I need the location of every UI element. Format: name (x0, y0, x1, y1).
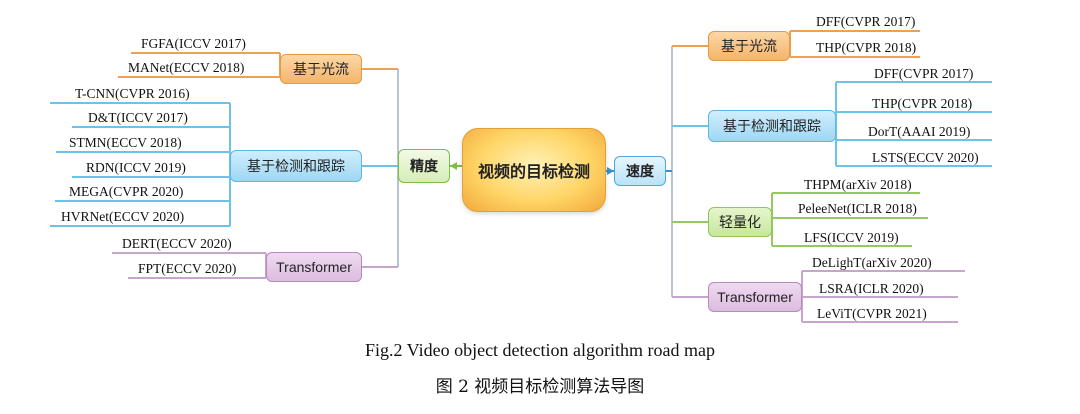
leaf-levit: LeViT(CVPR 2021) (817, 306, 927, 321)
leaf-dff-2: DFF(CVPR 2017) (874, 66, 974, 81)
leaf-thpm: THPM(arXiv 2018) (804, 177, 912, 192)
leaf-fgfa: FGFA(ICCV 2017) (141, 36, 246, 51)
leaf-dert: DERT(ECCV 2020) (122, 236, 232, 251)
arrow-head (607, 167, 614, 175)
caption-english: Fig.2 Video object detection algorithm r… (364, 340, 715, 360)
leaf-peleenet: PeleeNet(ICLR 2018) (798, 201, 917, 216)
leaf-mega: MEGA(CVPR 2020) (69, 184, 184, 199)
caption-chinese: 图 2 视频目标检测算法导图 (435, 377, 645, 397)
right-detect-track-node: 基于检测和跟踪 (708, 110, 836, 142)
leaf-thp-2: THP(CVPR 2018) (872, 96, 973, 111)
leaf-fpt: FPT(ECCV 2020) (138, 261, 237, 276)
leaf-rdn: RDN(ICCV 2019) (86, 160, 186, 175)
leaf-manet: MANet(ECCV 2018) (128, 60, 245, 75)
accuracy-node: 精度 (398, 149, 450, 183)
leaf-lsts: LSTS(ECCV 2020) (872, 150, 979, 165)
leaf-lsra: LSRA(ICLR 2020) (819, 281, 924, 296)
leaf-hvrnet: HVRNet(ECCV 2020) (61, 209, 185, 224)
leaf-thp-1: THP(CVPR 2018) (816, 40, 917, 55)
speed-node: 速度 (614, 156, 666, 186)
left-optical-flow-node: 基于光流 (280, 54, 362, 84)
leaf-dt: D&T(ICCV 2017) (88, 110, 188, 125)
leaf-delight: DeLighT(arXiv 2020) (812, 255, 932, 270)
center-node: 视频的目标检测 (462, 128, 606, 212)
leaf-lfs: LFS(ICCV 2019) (804, 230, 899, 245)
leaf-dort: DorT(AAAI 2019) (868, 124, 971, 139)
arrow-head (450, 162, 457, 170)
right-transformer-node: Transformer (708, 282, 802, 312)
right-optical-flow-node: 基于光流 (708, 31, 790, 61)
leaf-stmn: STMN(ECCV 2018) (69, 135, 182, 150)
leaf-tcnn: T-CNN(CVPR 2016) (75, 86, 190, 101)
leaf-dff-1: DFF(CVPR 2017) (816, 14, 916, 29)
left-detect-track-node: 基于检测和跟踪 (230, 150, 362, 182)
right-lightweight-node: 轻量化 (708, 207, 772, 237)
left-transformer-node: Transformer (266, 252, 362, 282)
